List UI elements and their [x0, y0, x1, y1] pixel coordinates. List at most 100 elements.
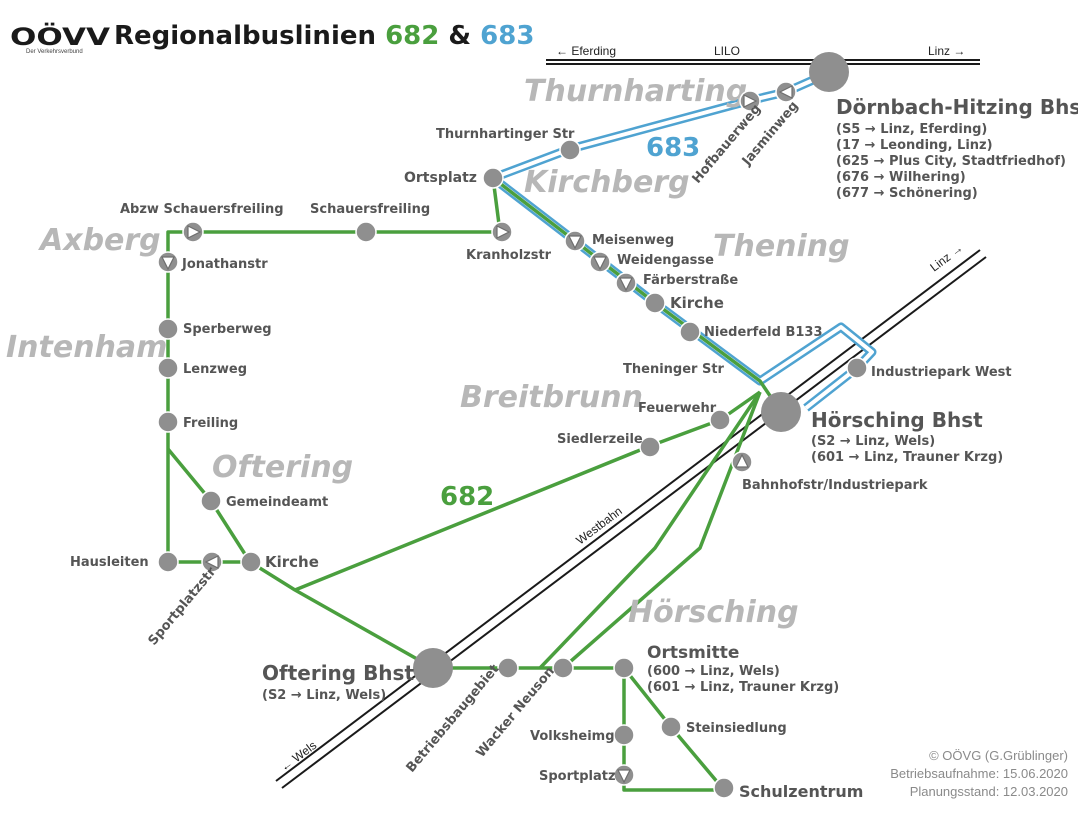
hub-doernbach-connection: (625 → Plus City, Stadtfriedhof)	[836, 154, 1066, 169]
area-oftering: Oftering	[212, 450, 353, 485]
stop-marker	[660, 716, 682, 738]
stop-sperberweg[interactable]: Sperberweg	[157, 318, 272, 340]
area-kirchberg: Kirchberg	[524, 165, 690, 200]
stop-label: Feuerwehr	[638, 401, 717, 416]
stop-marker	[497, 657, 519, 679]
stop-label: Sportplatzstr	[146, 564, 220, 648]
stop-gemeindeamt[interactable]: Gemeindeamt	[200, 490, 328, 512]
stop-label: Sperberweg	[183, 322, 272, 337]
stop-bahnhofstr[interactable]: Bahnhofstr/Industriepark	[731, 451, 928, 493]
title-line-682: 682	[385, 21, 439, 51]
stop-sportplatzstr[interactable]: Sportplatzstr	[146, 551, 223, 649]
stop-sportplatz[interactable]: Sportplatz	[539, 764, 635, 786]
stop-kirche-thening[interactable]: Kirche	[644, 292, 724, 314]
stop-label: Volksheimg	[530, 729, 615, 744]
stop-label: Hausleiten	[70, 555, 149, 570]
stop-siedlerzeile[interactable]: Siedlerzeile	[557, 432, 661, 458]
stop-marker	[552, 657, 574, 679]
stop-steinsiedlung[interactable]: Steinsiedlung	[660, 716, 787, 738]
stop-marker	[157, 551, 179, 573]
area-thening: Thening	[713, 229, 850, 264]
hub-ortsmitte-marker	[613, 657, 635, 679]
credit-planning-date: Planungsstand: 12.03.2020	[910, 784, 1068, 799]
stop-label: Sportplatz	[539, 769, 616, 784]
header: OÖVV Der Verkehrsverbund Regionalbuslini…	[10, 21, 534, 55]
stop-niederfeld[interactable]: Niederfeld B133	[679, 321, 823, 343]
stop-volksheimg[interactable]: Volksheimg	[530, 724, 635, 746]
direction-arrow-icon	[593, 256, 607, 271]
stop-feuerwehr[interactable]: Feuerwehr	[638, 401, 731, 431]
hub-doernbach[interactable]: Dörnbach-Hitzing Bhst (S5 → Linz, Eferdi…	[809, 52, 1078, 201]
stop-lenzweg[interactable]: Lenzweg	[157, 357, 247, 379]
stop-abzw-schauersfreiling[interactable]: Abzw Schauersfreiling	[120, 202, 284, 243]
title-line-683: 683	[480, 21, 534, 51]
direction-arrow-icon	[735, 453, 749, 468]
stop-thurnhartinger-str[interactable]: Thurnhartinger Str	[436, 127, 581, 161]
stop-label: Ortsplatz	[404, 170, 477, 186]
lilo-label-linz: Linz →	[928, 44, 965, 58]
stop-marker	[157, 411, 179, 433]
hub-doernbach-connection: (S5 → Linz, Eferding)	[836, 122, 987, 137]
stop-marker	[157, 318, 179, 340]
westbahn-label: Westbahn	[573, 504, 624, 548]
stop-weidengasse[interactable]: Weidengasse	[589, 251, 714, 273]
hub-hoersching-marker	[761, 392, 801, 432]
westbahn-rail-line-2	[281, 256, 987, 789]
area-labels: Thurnharting Kirchberg Thening Axberg In…	[6, 74, 850, 630]
stop-kranholzstr[interactable]: Kranholzstr	[466, 221, 552, 263]
lilo-label-eferding: ← Eferding	[556, 44, 616, 58]
stop-kirche-oftering[interactable]: Kirche	[240, 551, 319, 573]
stop-marker	[157, 357, 179, 379]
hub-oftering[interactable]: Oftering Bhst (S2 → Linz, Wels)	[262, 648, 453, 703]
stop-ortsplatz[interactable]: Ortsplatz	[404, 167, 504, 189]
stop-label: Schulzentrum	[739, 782, 863, 801]
stop-label: Siedlerzeile	[557, 432, 643, 447]
stop-hausleiten[interactable]: Hausleiten	[70, 551, 179, 573]
hub-doernbach-marker	[809, 52, 849, 92]
area-intenham: Intenham	[6, 330, 167, 365]
hub-doernbach-connection: (677 → Schönering)	[836, 186, 978, 201]
hub-ortsmitte-connection: (600 → Linz, Wels)	[647, 664, 780, 679]
stop-theninger-str[interactable]: Theninger Str	[623, 362, 725, 377]
lilo-label: LILO	[714, 44, 740, 58]
stop-schauersfreiling[interactable]: Schauersfreiling	[310, 202, 430, 243]
westbahn-rail-line	[275, 249, 981, 782]
credit-survey-date: Betriebsaufnahme: 15.06.2020	[890, 766, 1068, 781]
stop-label: Bahnhofstr/Industriepark	[742, 478, 928, 493]
stop-marker	[713, 777, 735, 799]
stop-marker	[846, 357, 868, 379]
stop-label: Gemeindeamt	[226, 495, 328, 510]
stop-industriepark-west[interactable]: Industriepark West	[846, 357, 1012, 380]
stop-label: Steinsiedlung	[686, 721, 787, 736]
route-682-hoersching-bahnhofstr	[561, 391, 762, 670]
oovv-logo: OÖVV	[10, 21, 111, 51]
westbahn-wels-label: ← Wels	[277, 738, 319, 774]
stop-label: Industriepark West	[871, 365, 1012, 380]
route-682-hoersching-ortsmitte	[538, 391, 762, 670]
stop-label: Jonathanstr	[181, 257, 268, 272]
area-thurnharting: Thurnharting	[524, 74, 747, 109]
stop-marker	[644, 292, 666, 314]
stop-label: Theninger Str	[623, 362, 725, 377]
stop-marker	[240, 551, 262, 573]
hub-oftering-marker	[413, 648, 453, 688]
line-683-label: 683	[646, 133, 700, 163]
area-hoersching: Hörsching	[628, 595, 799, 630]
title-prefix: Regionalbuslinien	[114, 21, 376, 51]
stop-label: Kirche	[265, 553, 319, 571]
stop-marker	[559, 139, 581, 161]
hub-ortsmitte[interactable]: Ortsmitte (600 → Linz, Wels) (601 → Linz…	[613, 643, 839, 695]
stop-schulzentrum[interactable]: Schulzentrum	[713, 777, 863, 801]
stop-marker	[355, 221, 377, 243]
stop-jonathanstr[interactable]: Jonathanstr	[157, 251, 268, 273]
stop-label: Abzw Schauersfreiling	[120, 202, 284, 217]
stop-freiling[interactable]: Freiling	[157, 411, 238, 433]
hub-hoersching-name: Hörsching Bhst	[811, 408, 983, 432]
stop-meisenweg[interactable]: Meisenweg	[564, 230, 674, 252]
stop-label: Weidengasse	[617, 253, 714, 268]
stop-label: Thurnhartinger Str	[436, 127, 575, 142]
hub-hoersching[interactable]: Hörsching Bhst (S2 → Linz, Wels) (601 → …	[761, 392, 1003, 465]
map-title: Regionalbuslinien 682 & 683	[114, 21, 534, 51]
stop-faerberstrasse[interactable]: Färberstraße	[615, 272, 738, 294]
stop-label: Niederfeld B133	[704, 325, 823, 340]
